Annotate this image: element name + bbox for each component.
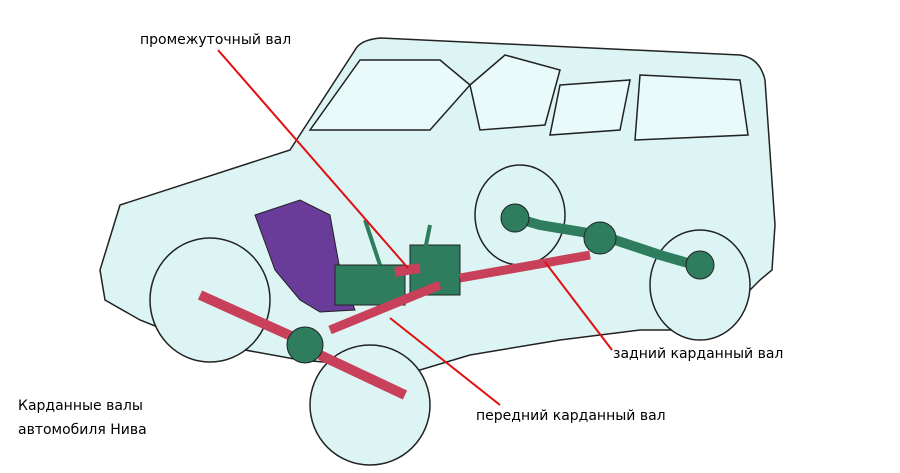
front-right-halfshaft	[317, 350, 408, 400]
caption-line-1: Карданные валы	[18, 398, 143, 414]
label-intermediate-shaft: промежуточный вал	[140, 32, 292, 48]
pointer-intermediate	[217, 49, 409, 269]
pointer-lines	[217, 49, 613, 406]
car-body	[99, 37, 776, 466]
washer-tank	[254, 199, 356, 313]
caption: Карданные валы автомобиля Нива	[18, 394, 147, 442]
label-rear-driveshaft: задний карданный вал	[613, 346, 784, 362]
front-driveshaft	[328, 280, 442, 335]
rear-driveshaft	[459, 250, 591, 283]
intermediate-shaft	[394, 263, 421, 277]
front-left-halfshaft	[197, 290, 303, 345]
label-front-driveshaft: передний карданный вал	[476, 408, 666, 424]
pointer-rear	[544, 261, 613, 351]
caption-line-2: автомобиля Нива	[18, 422, 147, 438]
drivetrain	[197, 199, 715, 400]
gearbox	[334, 264, 406, 306]
pointer-front	[389, 317, 501, 406]
